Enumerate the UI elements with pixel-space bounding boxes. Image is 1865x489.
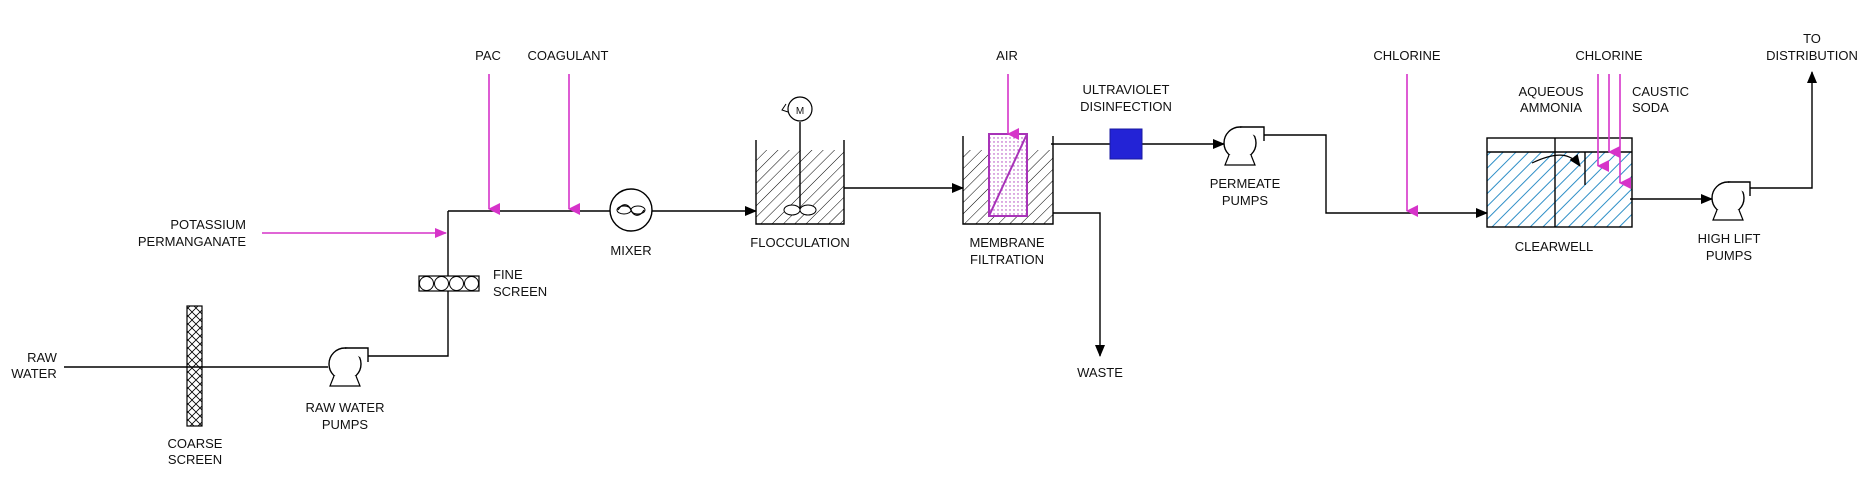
motor-icon: M (781, 96, 813, 122)
svg-text:WATER: WATER (11, 366, 57, 381)
svg-text:SODA: SODA (1632, 100, 1669, 115)
raw-water-pumps-label: RAW WATER (306, 400, 385, 415)
mixer-label: MIXER (610, 243, 651, 258)
svg-text:TO: TO (1803, 31, 1821, 46)
svg-text:DISTRIBUTION: DISTRIBUTION (1766, 48, 1858, 63)
raw-water-pump-icon: RAW WATER PUMPS (306, 347, 385, 432)
permeate-pumps-label: PERMEATE (1210, 176, 1281, 191)
svg-text:SCREEN: SCREEN (168, 452, 222, 467)
membrane-filtration-label: MEMBRANE (969, 235, 1044, 250)
svg-text:AIR: AIR (996, 48, 1018, 63)
high-lift-pumps-label: HIGH LIFT (1698, 231, 1761, 246)
svg-text:PUMPS: PUMPS (1706, 248, 1753, 263)
svg-text:RAW: RAW (27, 350, 58, 365)
svg-text:PAC: PAC (475, 48, 501, 63)
svg-text:DISINFECTION: DISINFECTION (1080, 99, 1172, 114)
svg-text:COAGULANT: COAGULANT (528, 48, 609, 63)
svg-text:WASTE: WASTE (1077, 365, 1123, 380)
permeate-pump-icon: PERMEATE PUMPS (1210, 126, 1281, 208)
chlorine-feed-1: CHLORINE (1373, 48, 1441, 217)
svg-text:CAUSTIC: CAUSTIC (1632, 84, 1689, 99)
coarse-screen: COARSE SCREEN (168, 305, 223, 467)
svg-text:PUMPS: PUMPS (322, 417, 369, 432)
svg-text:CHLORINE: CHLORINE (1373, 48, 1441, 63)
air-feed: AIR (996, 48, 1019, 140)
pac-feed: PAC (475, 48, 501, 215)
high-lift-pump-icon: HIGH LIFT PUMPS (1698, 181, 1761, 263)
waste-label: WASTE (1077, 365, 1123, 380)
clearwell-label: CLEARWELL (1515, 239, 1594, 254)
flocculation-basin: M FLOCCULATION (750, 96, 850, 250)
svg-text:SCREEN: SCREEN (493, 284, 547, 299)
svg-text:CHLORINE: CHLORINE (1575, 48, 1643, 63)
clearwell: CLEARWELL (1486, 137, 1633, 254)
fine-screen: FINE SCREEN (418, 267, 547, 299)
svg-text:AMMONIA: AMMONIA (1520, 100, 1582, 115)
caustic-soda-feed: CAUSTIC SODA (1619, 74, 1689, 189)
chlorine-feed-2: CHLORINE (1575, 48, 1643, 158)
uv-disinfection: ULTRAVIOLET DISINFECTION (1080, 82, 1172, 160)
svg-text:PUMPS: PUMPS (1222, 193, 1269, 208)
potassium-permanganate-feed: POTASSIUM PERMANGANATE (138, 217, 447, 249)
svg-text:COARSE: COARSE (168, 436, 223, 451)
flocculation-label: FLOCCULATION (750, 235, 849, 250)
fine-screen-label: FINE (493, 267, 523, 282)
svg-text:M: M (796, 106, 804, 117)
svg-text:POTASSIUM: POTASSIUM (170, 217, 246, 232)
aqueous-ammonia-feed: AQUEOUS AMMONIA (1518, 74, 1609, 172)
mixer: MIXER (609, 188, 653, 258)
membrane-filtration: MEMBRANE FILTRATION (962, 133, 1054, 267)
coagulant-feed: COAGULANT (528, 48, 609, 215)
svg-text:PERMANGANATE: PERMANGANATE (138, 234, 246, 249)
raw-water-label: RAW WATER (11, 350, 57, 381)
to-distribution-label: TO DISTRIBUTION (1766, 31, 1858, 63)
uv-disinfection-label: ULTRAVIOLET (1083, 82, 1170, 97)
svg-text:FILTRATION: FILTRATION (970, 252, 1044, 267)
svg-text:AQUEOUS: AQUEOUS (1518, 84, 1583, 99)
